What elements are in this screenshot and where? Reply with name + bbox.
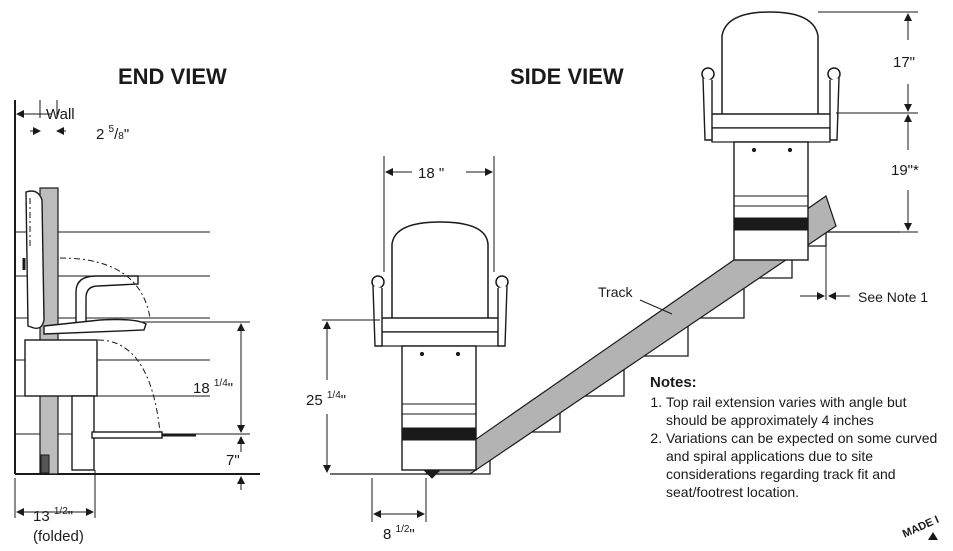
track xyxy=(424,195,837,475)
end-view-width: 13 1/2" xyxy=(33,506,73,525)
side-view-lower-chair xyxy=(371,221,509,479)
stamp-mark xyxy=(928,532,938,540)
wall-label: Wall xyxy=(46,106,75,123)
side-view-height: 25 1/4" xyxy=(306,390,346,409)
side-view-depth: 8 1/2" xyxy=(383,524,415,543)
seat-top-height: 19"* xyxy=(891,162,919,179)
end-view-seat-height: 18 1/4" xyxy=(193,378,233,397)
note-1: Top rail extension varies with angle but… xyxy=(666,393,950,429)
side-view-title: SIDE VIEW xyxy=(510,64,624,89)
track-label: Track xyxy=(598,284,633,300)
note-2: Variations can be expected on some curve… xyxy=(666,429,950,501)
end-view-title: END VIEW xyxy=(118,64,227,89)
notes-list: Top rail extension varies with angle but… xyxy=(650,393,950,501)
see-note-label: See Note 1 xyxy=(858,289,928,305)
notes-heading: Notes: xyxy=(650,374,697,391)
notes-block: Notes: Top rail extension varies with an… xyxy=(650,374,950,501)
end-view-wall xyxy=(14,100,58,474)
side-view-width: 18 " xyxy=(418,165,444,182)
folded-label: (folded) xyxy=(33,528,84,545)
end-view-foot-height: 7" xyxy=(226,452,240,469)
side-view-upper-chair xyxy=(701,11,841,261)
backrest-height: 17" xyxy=(893,54,915,71)
end-view-wall-dimension: 2 5/8" xyxy=(96,124,129,143)
end-view-chair xyxy=(22,187,196,475)
